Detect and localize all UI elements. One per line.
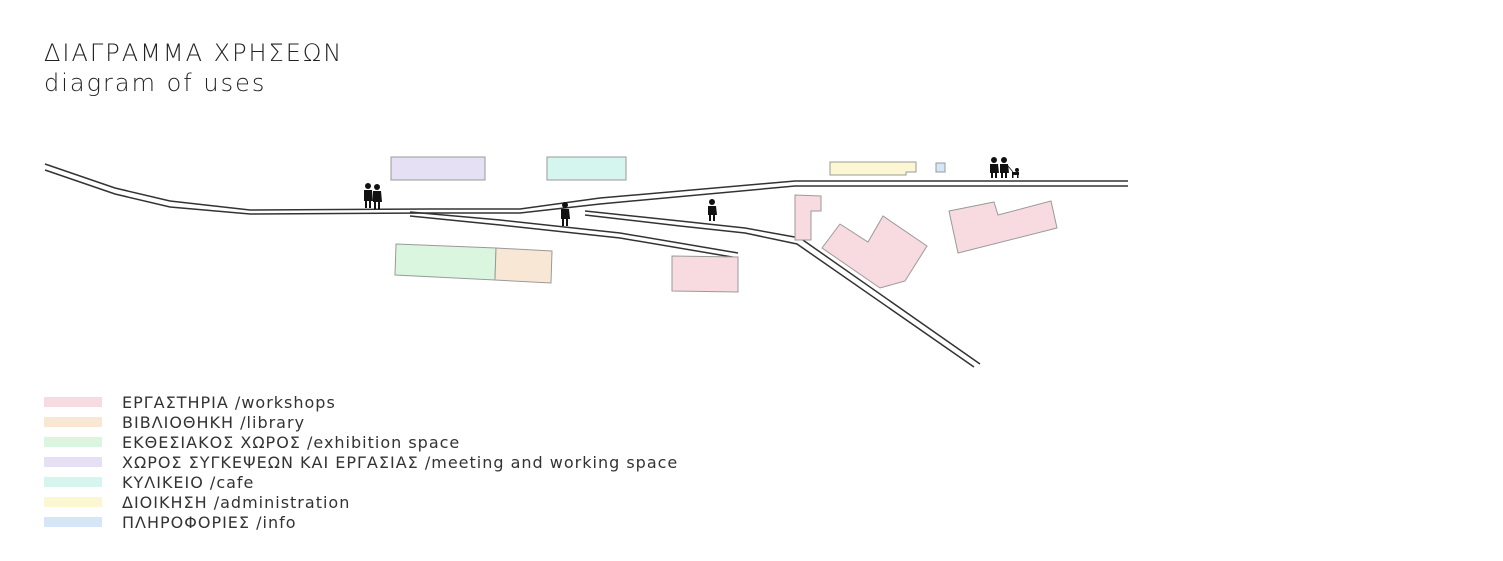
administration-building: [829, 161, 917, 176]
workshop-building-3: [821, 215, 928, 289]
cafe-building: [546, 156, 627, 181]
legend-item-administration: ΔΙΟΙΚΗΣΗ /administration: [44, 492, 678, 512]
workshop-building-4: [948, 200, 1058, 254]
legend-item-meeting: ΧΩΡΟΣ ΣΥΓΚΕΨΕΩΝ ΚΑΙ ΕΡΓΑΣΙΑΣ /meeting an…: [44, 452, 678, 472]
lower-road: [409, 211, 739, 259]
roads: [44, 163, 1128, 368]
legend-label: ΕΡΓΑΣΤΗΡΙΑ /workshops: [122, 392, 336, 412]
people: [364, 157, 1019, 226]
legend-label: ΚΥΛΙΚΕΙΟ /cafe: [122, 472, 255, 492]
legend-swatch: [44, 417, 102, 427]
people-group-1-icon: [364, 183, 382, 209]
title-english: diagram of uses: [44, 69, 267, 97]
person-2-icon: [561, 202, 570, 226]
legend-swatch: [44, 497, 102, 507]
workshop-building-2: [794, 194, 822, 241]
legend-item-library: ΒΙΒΛΙΟΘΗΚΗ /library: [44, 412, 678, 432]
legend-label: ΕΚΘΕΣΙΑΚΟΣ ΧΩΡΟΣ /exhibition space: [122, 432, 461, 452]
legend-swatch: [44, 477, 102, 487]
title-greek: ΔΙΑΓΡΑΜΜΑ ΧΡΗΣΕΩΝ: [44, 39, 344, 67]
diagonal-road: [584, 210, 981, 368]
legend-item-cafe: ΚΥΛΙΚΕΙΟ /cafe: [44, 472, 678, 492]
legend-label: ΧΩΡΟΣ ΣΥΓΚΕΨΕΩΝ ΚΑΙ ΕΡΓΑΣΙΑΣ /meeting an…: [122, 452, 679, 472]
buildings: [390, 156, 1058, 293]
legend-swatch: [44, 517, 102, 527]
legend-swatch: [44, 397, 102, 407]
legend-label: ΠΛΗΡΟΦΟΡΙΕΣ /info: [122, 512, 297, 532]
library-building: [494, 247, 553, 284]
legend-swatch: [44, 437, 102, 447]
people-with-dog-icon: [990, 157, 1019, 178]
legend-swatch: [44, 457, 102, 467]
meeting-building: [390, 156, 486, 181]
site-plan: [44, 156, 1128, 368]
legend: ΕΡΓΑΣΤΗΡΙΑ /workshops ΒΙΒΛΙΟΘΗΚΗ /librar…: [44, 392, 678, 532]
diagram-title: ΔΙΑΓΡΑΜΜΑ ΧΡΗΣΕΩΝ diagram of uses: [44, 38, 343, 98]
exhibition-building: [394, 243, 497, 281]
main-road: [44, 163, 1128, 215]
person-3-icon: [708, 199, 717, 221]
info-building: [935, 162, 946, 173]
legend-label: ΔΙΟΙΚΗΣΗ /administration: [122, 492, 351, 512]
legend-item-exhibition: ΕΚΘΕΣΙΑΚΟΣ ΧΩΡΟΣ /exhibition space: [44, 432, 678, 452]
legend-label: ΒΙΒΛΙΟΘΗΚΗ /library: [122, 412, 306, 432]
workshop-building-1: [671, 255, 739, 293]
legend-item-workshops: ΕΡΓΑΣΤΗΡΙΑ /workshops: [44, 392, 678, 412]
legend-item-info: ΠΛΗΡΟΦΟΡΙΕΣ /info: [44, 512, 678, 532]
